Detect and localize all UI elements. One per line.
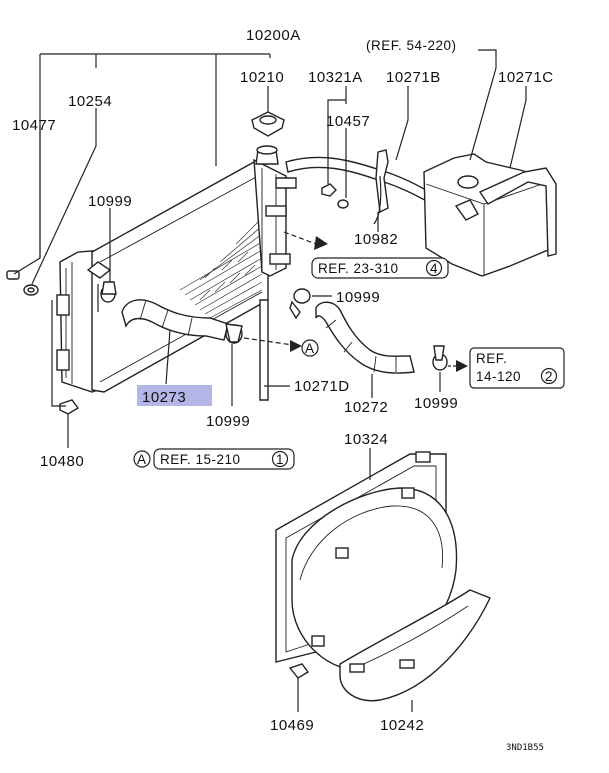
- fan-shroud-lower-10242[interactable]: [339, 589, 491, 702]
- ref-15-210-num: 1: [276, 452, 284, 467]
- label-10457[interactable]: 10457: [326, 113, 370, 130]
- label-10999-b[interactable]: 10999: [336, 289, 380, 306]
- ref-14-120-line2: 14-120: [476, 369, 521, 384]
- label-10321A[interactable]: 10321A: [308, 69, 363, 86]
- label-10480[interactable]: 10480: [40, 453, 84, 470]
- radiator-cap-10210[interactable]: [251, 111, 285, 137]
- ref-14-120-box[interactable]: REF. 14-120 2: [469, 347, 565, 389]
- upper-hose-10273[interactable]: [121, 299, 229, 341]
- label-10254[interactable]: 10254: [68, 93, 112, 110]
- svg-text:A: A: [305, 341, 315, 356]
- drawing-code: 3ND1B55: [506, 743, 544, 753]
- bolt-10469[interactable]: [288, 663, 310, 690]
- label-10210[interactable]: 10210: [240, 69, 284, 86]
- label-10272[interactable]: 10272: [344, 399, 388, 416]
- arrowheads: [290, 236, 468, 372]
- label-10999-a[interactable]: 10999: [88, 193, 132, 210]
- label-10271B[interactable]: 10271B: [386, 69, 441, 86]
- leader-lines: [13, 49, 527, 712]
- label-10273[interactable]: 10273: [142, 389, 186, 406]
- radiator-core[interactable]: [56, 145, 297, 393]
- label-10200A[interactable]: 10200A: [246, 27, 301, 44]
- hose-10271D[interactable]: [259, 299, 269, 401]
- label-10469[interactable]: 10469: [270, 717, 314, 734]
- label-10982[interactable]: 10982: [354, 231, 398, 248]
- grommet-10254[interactable]: [23, 284, 39, 296]
- hose-clamp-upper-left[interactable]: [100, 281, 117, 303]
- hose-clamp-10999-d[interactable]: [432, 345, 448, 371]
- ref-54-220[interactable]: (REF. 54-220): [366, 38, 457, 53]
- highlight-10273[interactable]: 10273: [137, 385, 212, 406]
- ref-23-310-num: 4: [430, 261, 438, 276]
- lower-hose-10272[interactable]: [315, 301, 415, 374]
- bolt-10480[interactable]: [59, 399, 80, 420]
- reserve-tank[interactable]: [423, 153, 557, 277]
- ref-15-210: REF. 15-210: [160, 452, 241, 467]
- label-10999-c[interactable]: 10999: [206, 413, 250, 430]
- label-10324[interactable]: 10324: [344, 431, 388, 448]
- bolt-10457[interactable]: [321, 183, 349, 209]
- label-10271C[interactable]: 10271C: [498, 69, 554, 86]
- label-10271D[interactable]: 10271D: [294, 378, 350, 395]
- label-10242[interactable]: 10242: [380, 717, 424, 734]
- hose-clamp-10999-c[interactable]: [225, 323, 243, 344]
- ref-14-120-line1: REF.: [476, 351, 507, 366]
- ref-23-310-box[interactable]: REF. 23-310 4: [311, 257, 449, 279]
- ref-15-210-box[interactable]: A REF. 15-210 1: [133, 448, 295, 470]
- ref-14-120-num: 2: [545, 369, 553, 384]
- ref-23-310: REF. 23-310: [318, 261, 399, 276]
- hose-clamp-10999-b[interactable]: [289, 288, 311, 320]
- label-10999-d[interactable]: 10999: [414, 395, 458, 412]
- marker-a-upper[interactable]: A: [301, 339, 319, 357]
- overflow-hose-10271B[interactable]: [285, 149, 437, 225]
- label-10477[interactable]: 10477: [12, 117, 56, 134]
- marker-a-lower: A: [137, 452, 147, 467]
